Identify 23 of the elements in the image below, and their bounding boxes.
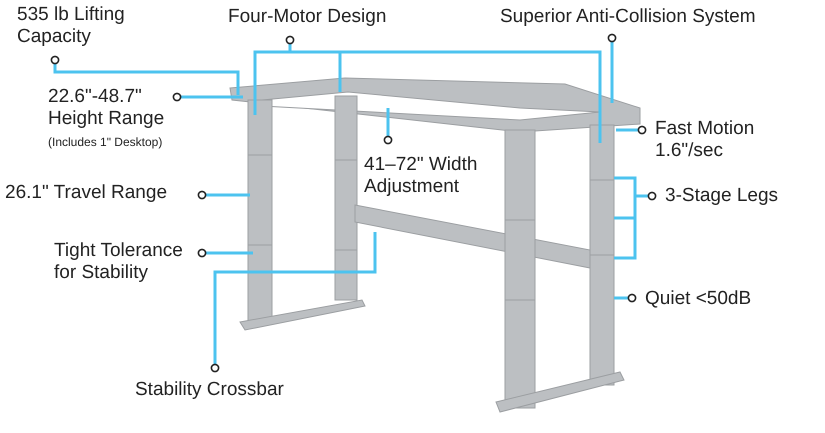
callout-label: Quiet <50dB (645, 288, 752, 310)
callout-label: Tight Tolerance for Stability (54, 240, 184, 284)
callout-label: 535 lb Lifting Capacity (17, 4, 126, 48)
leader-line (608, 34, 616, 103)
callout-label: 41–72" Width Adjustment (364, 154, 478, 198)
leader-line (198, 248, 253, 258)
leader-line (616, 126, 646, 134)
leader-line (614, 294, 636, 302)
callout-label: 22.6"-48.7" Height Range (48, 86, 166, 130)
callout-label: 3-Stage Legs (665, 185, 780, 207)
callout-label: 26.1" Travel Range (5, 182, 168, 204)
leader-line (612, 176, 656, 260)
leader-line (384, 108, 392, 144)
leader-line (50, 56, 240, 95)
leader-line (198, 190, 250, 200)
callout-label: Stability Crossbar (135, 379, 285, 401)
leader-line (210, 232, 376, 372)
callout-note: (Includes 1" Desktop) (48, 134, 164, 151)
callout-label: Four-Motor Design (228, 6, 388, 28)
leader-line (254, 36, 602, 144)
callout-label: Superior Anti-Collision System (500, 6, 757, 28)
leader-line (172, 92, 243, 102)
callout-label: Fast Motion 1.6"/sec (655, 118, 756, 162)
